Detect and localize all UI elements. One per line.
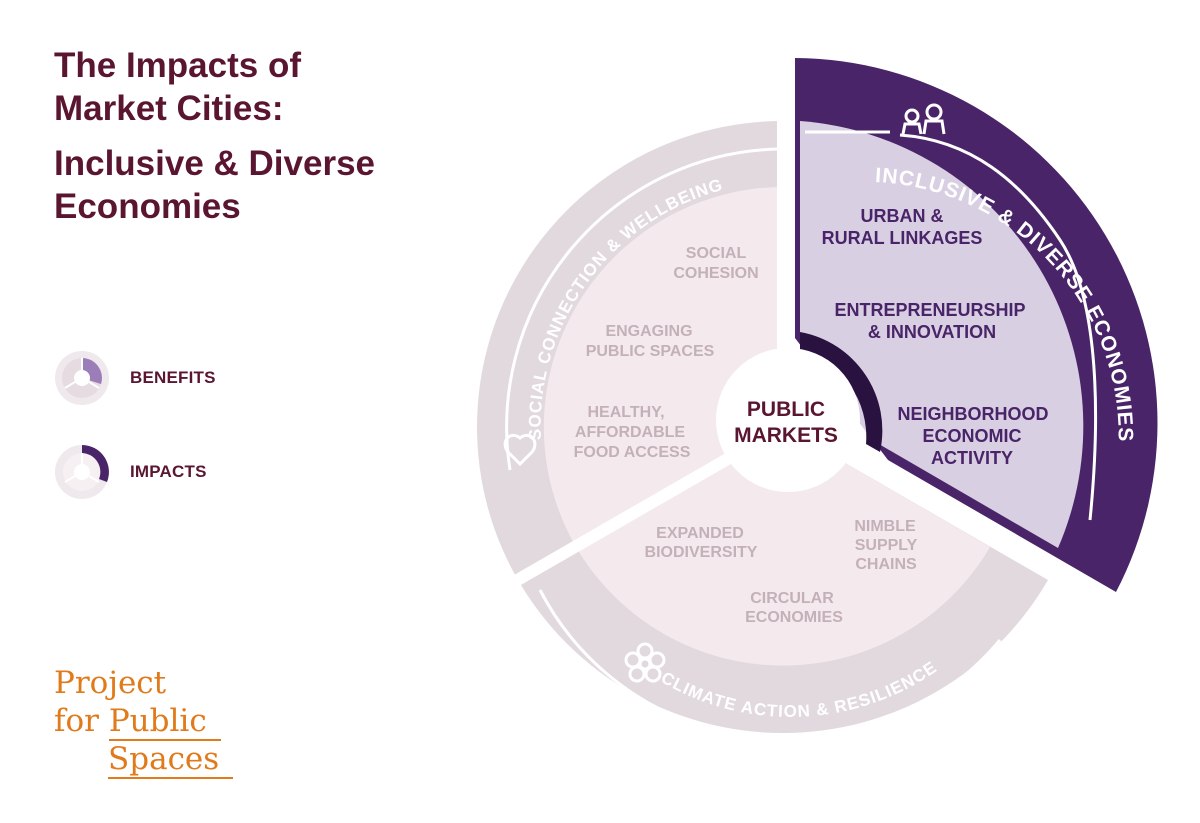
climate-benefit-1-line-2: BIODIVERSITY bbox=[645, 544, 758, 561]
economy-benefit-1-line-2: RURAL LINKAGES bbox=[822, 228, 983, 248]
page-title: The Impacts of Market Cities: Inclusive … bbox=[54, 44, 454, 228]
economy-benefit-3-line-2: ECONOMIC bbox=[923, 426, 1022, 446]
economy-benefit-2-line-2: & INNOVATION bbox=[868, 322, 996, 342]
climate-arc-line bbox=[538, 589, 1002, 742]
legend-benefits: BENEFITS bbox=[54, 350, 216, 406]
economy-benefit-3-line-3: ACTIVITY bbox=[931, 448, 1013, 468]
legend-impacts: IMPACTS bbox=[54, 444, 207, 500]
economy-arc-line bbox=[899, 133, 1098, 521]
economy-benefit-3-line-1: NEIGHBORHOOD bbox=[897, 404, 1048, 424]
logo-line-3: Spaces bbox=[108, 741, 234, 779]
social-arc-line bbox=[505, 147, 781, 471]
social-benefit-3-line-1: HEALTHY, bbox=[587, 404, 664, 421]
logo-line-2a: for bbox=[54, 703, 99, 739]
flower-icon bbox=[624, 642, 666, 683]
social-benefit-1-line-1: SOCIAL bbox=[686, 245, 747, 262]
social-benefit-3-line-2: AFFORDABLE bbox=[575, 424, 686, 441]
social-benefit-3-line-3: FOOD ACCESS bbox=[574, 444, 691, 461]
logo-line-2b: Public bbox=[108, 703, 221, 741]
social-benefit-1-line-2: COHESION bbox=[673, 265, 758, 282]
social-benefit-2-line-1: ENGAGING bbox=[605, 323, 692, 340]
economy-benefit-2-line-1: ENTREPRENEURSHIP bbox=[834, 300, 1025, 320]
economy-benefit-1-line-1: URBAN & bbox=[861, 206, 944, 226]
impacts-legend-icon bbox=[55, 445, 109, 499]
climate-benefit-3-line-1: CIRCULAR bbox=[750, 590, 834, 607]
social-benefit-2-line-2: PUBLIC SPACES bbox=[586, 343, 715, 360]
people-icon bbox=[901, 103, 946, 135]
climate-benefit-3-line-2: ECONOMIES bbox=[745, 609, 843, 626]
benefits-label: BENEFITS bbox=[130, 368, 216, 387]
economy-inner-disc bbox=[800, 121, 1084, 548]
climate-benefit-2-line-3: CHAINS bbox=[855, 556, 917, 573]
title-line-4: Economies bbox=[54, 187, 241, 226]
center-circle bbox=[716, 348, 860, 492]
impacts-label: IMPACTS bbox=[130, 462, 207, 481]
title-line-1: The Impacts of bbox=[54, 46, 301, 85]
climate-benefit-2-line-1: NIMBLE bbox=[854, 518, 916, 535]
center-label-line-1: PUBLIC bbox=[747, 398, 825, 421]
center-label-line-2: MARKETS bbox=[734, 424, 838, 447]
climate-inner-disc bbox=[576, 427, 990, 666]
economy-inner-shadow bbox=[800, 332, 883, 452]
title-line-2: Market Cities: bbox=[54, 89, 284, 128]
climate-benefit-2-line-2: SUPPLY bbox=[855, 537, 918, 554]
title-line-3: Inclusive & Diverse bbox=[54, 144, 375, 183]
heart-hands-icon bbox=[503, 433, 537, 467]
climate-benefit-1-line-1: EXPANDED bbox=[656, 525, 744, 542]
project-for-public-spaces-logo: Project for Public Spaces bbox=[54, 664, 234, 779]
benefits-legend-icon bbox=[55, 351, 109, 405]
logo-line-1: Project bbox=[54, 665, 167, 701]
